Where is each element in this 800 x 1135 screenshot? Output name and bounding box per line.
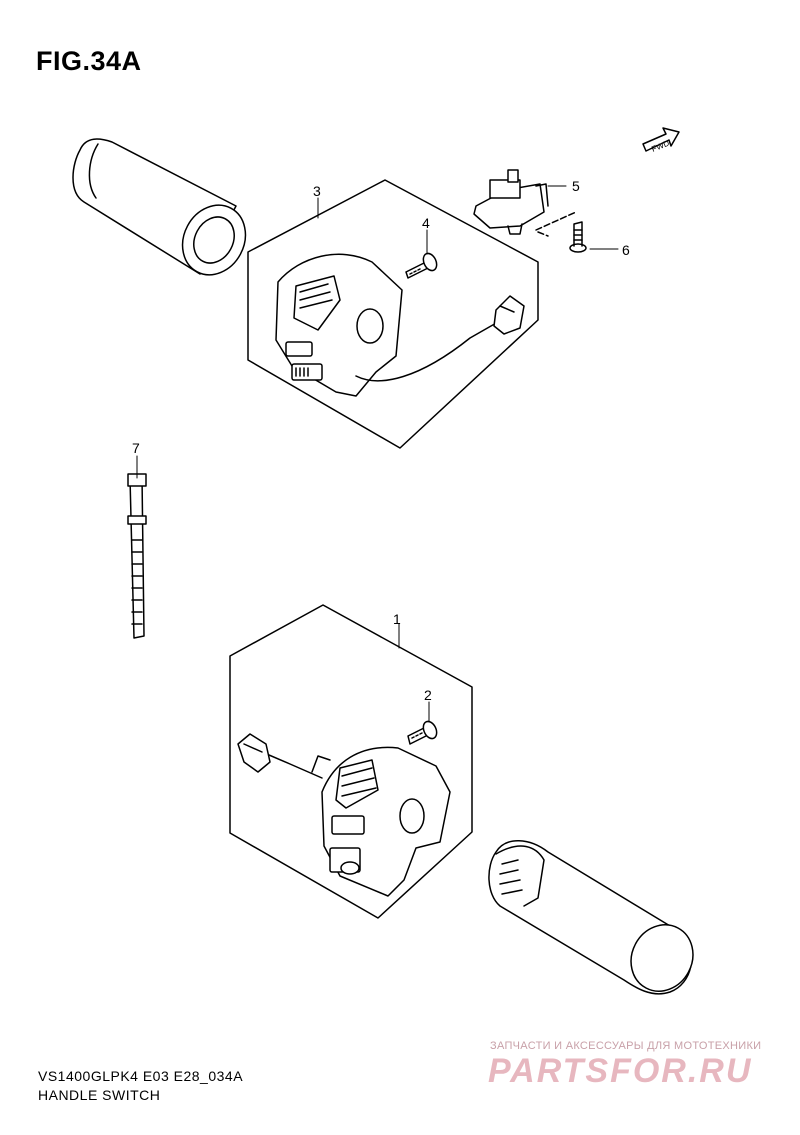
callout-5: 5	[572, 178, 580, 194]
screw-part-6	[535, 211, 587, 253]
screw-part-2	[407, 720, 438, 745]
left-handle-switch	[275, 253, 525, 397]
right-handle-switch	[237, 733, 451, 897]
figure-model-code: VS1400GLPK4 E03 E28_034A	[38, 1068, 244, 1084]
part-1-group-outline	[229, 604, 473, 919]
cable-tie-part-7	[127, 473, 147, 639]
figure-title: FIG.34A	[36, 46, 142, 76]
connector-part-5	[473, 169, 549, 235]
fwd-arrow-icon: FWD	[642, 127, 680, 154]
callout-labels: 1 2 3 4 5 6 7	[132, 178, 630, 703]
callout-3: 3	[313, 183, 321, 199]
part-3-group-outline	[247, 179, 539, 449]
callout-1: 1	[393, 611, 401, 627]
screw-part-4	[405, 252, 438, 279]
callout-2: 2	[424, 687, 432, 703]
right-throttle-grip	[488, 840, 694, 995]
callout-6: 6	[622, 242, 630, 258]
left-grip	[72, 138, 247, 276]
callout-4: 4	[422, 215, 430, 231]
figure-name: HANDLE SWITCH	[38, 1087, 161, 1103]
watermark-logo: PARTSFOR.RU	[488, 1052, 753, 1090]
leader-lines	[136, 185, 619, 723]
watermark-tagline: ЗАПЧАСТИ И АКСЕССУАРЫ ДЛЯ МОТОТЕХНИКИ	[490, 1040, 762, 1052]
callout-7: 7	[132, 440, 140, 456]
